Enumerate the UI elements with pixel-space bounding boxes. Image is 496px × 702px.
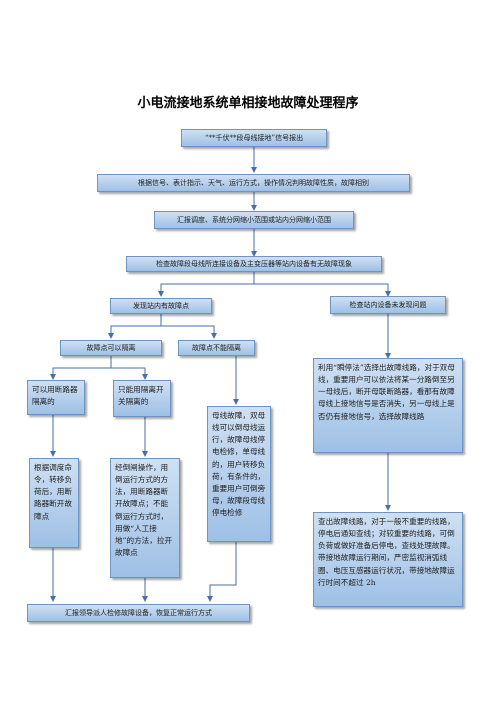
flow-node-isolatable: 故障点可以隔离: [60, 340, 162, 356]
flow-node-determine: 根据信号、表计指示、天气、运行方式，操作情况判明故障性质，故障相别: [97, 174, 410, 192]
flow-node-switch-isolation: 只能用隔离开关隔离的: [113, 380, 171, 417]
flow-node-check-equipment: 检查故障段母线所连接设备及主变压器等站内设备有无故障现象: [126, 256, 382, 272]
flow-node-signal: “**千伏**段母线接地”信号报出: [181, 129, 327, 147]
flow-node-report-dispatch: 汇报调度、系统分网缩小范围或站内分网缩小范围: [154, 211, 354, 229]
page-title: 小电流接地系统单相接地故障处理程序: [137, 96, 359, 111]
flow-node-restore-operation: 汇报领导派人检修故障设备，恢复正常运行方式: [27, 604, 250, 622]
flow-node-bus-fault: 母线故障，双母线可以倒母线运行，故障母线停电检修，单母线的，用户转移负荷，有条件…: [207, 406, 271, 542]
flow-node-breaker-isolation: 可以用断路器隔离的: [27, 380, 85, 415]
flow-node-dispatch-command: 根据调度命令，转移负荷后，用断路器断开故障点: [29, 458, 79, 548]
flow-node-fault-found: 发现站内有故障点: [110, 298, 212, 314]
flow-node-not-isolatable: 故障点不能隔离: [178, 340, 255, 356]
flow-node-no-problem-found: 检查站内设备未发现问题: [330, 296, 446, 314]
flow-node-switching-operation: 经倒闸操作，用倒运行方式的方法，用断路器断开故障点；不能倒运行方式时，用做“人工…: [110, 458, 180, 578]
flow-node-instant-stop-method: 利用“瞬停法”选择出故障线路，对于双母线，重要用户可以依法将某一分路倒至另一母线…: [313, 358, 463, 453]
flow-node-line-fault-handling: 查出故障线路，对于一般不重要的线路，停电后通知查线；对较重要的线路，可倒负荷或做…: [313, 512, 463, 607]
